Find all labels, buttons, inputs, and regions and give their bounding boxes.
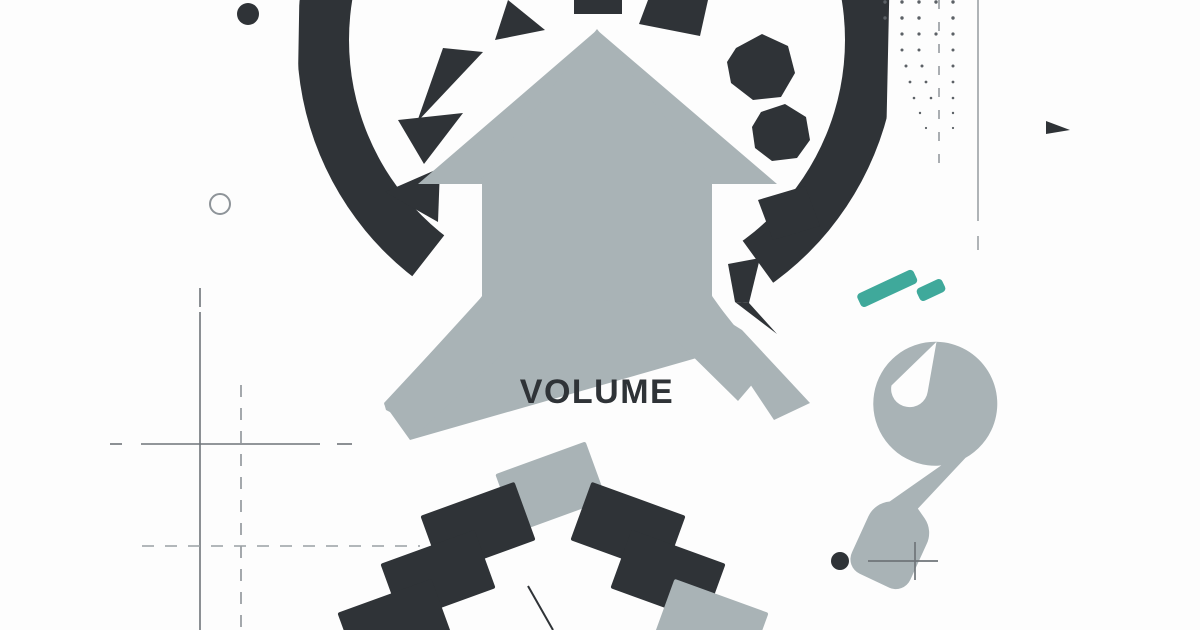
gauge-tick-polygons-right	[639, 0, 820, 334]
accent-dots	[209, 3, 849, 570]
accent-dot-filled-bottom	[831, 552, 849, 570]
teal-bar-large	[857, 269, 918, 308]
arrow-shoulder	[452, 296, 742, 338]
wrench-icon	[850, 341, 998, 590]
arrow-shaft	[482, 178, 712, 308]
tick-triangle-1	[495, 0, 545, 40]
chevron-center-line	[527, 585, 554, 630]
arrow-head	[479, 29, 715, 182]
tick-octagon-2	[727, 34, 795, 100]
tick-triangle-2	[417, 48, 483, 122]
tick-octagon-3	[752, 104, 810, 161]
pointer-triangle-right	[1046, 121, 1070, 134]
dot-grid	[883, 0, 955, 130]
arrow-base-sweep-left	[384, 291, 527, 438]
tick-square-4	[758, 186, 820, 240]
chevron-bar-stack	[337, 442, 769, 630]
chevron-bar-right-3	[653, 579, 769, 630]
tick-quad-1	[639, 0, 708, 36]
tick-wedge-5	[728, 258, 760, 303]
teal-bar-small	[916, 279, 946, 301]
accent-dot-outline-left	[209, 193, 231, 215]
tick-wedge-5-tail	[735, 302, 777, 334]
accent-dot-filled-top	[237, 3, 259, 25]
tick-bar-top-center	[574, 0, 622, 14]
arrow-base-sweep-right	[667, 291, 767, 401]
crosshair-guides-left	[110, 288, 420, 630]
tick-triangle-3	[398, 113, 463, 164]
teal-accent-bars	[857, 269, 946, 308]
crosshair-marker-right	[868, 542, 938, 580]
chevron-bar-left-3	[337, 579, 453, 630]
volume-caption: VOLUME	[520, 373, 674, 411]
grid-guide-lines-right	[938, 0, 979, 250]
